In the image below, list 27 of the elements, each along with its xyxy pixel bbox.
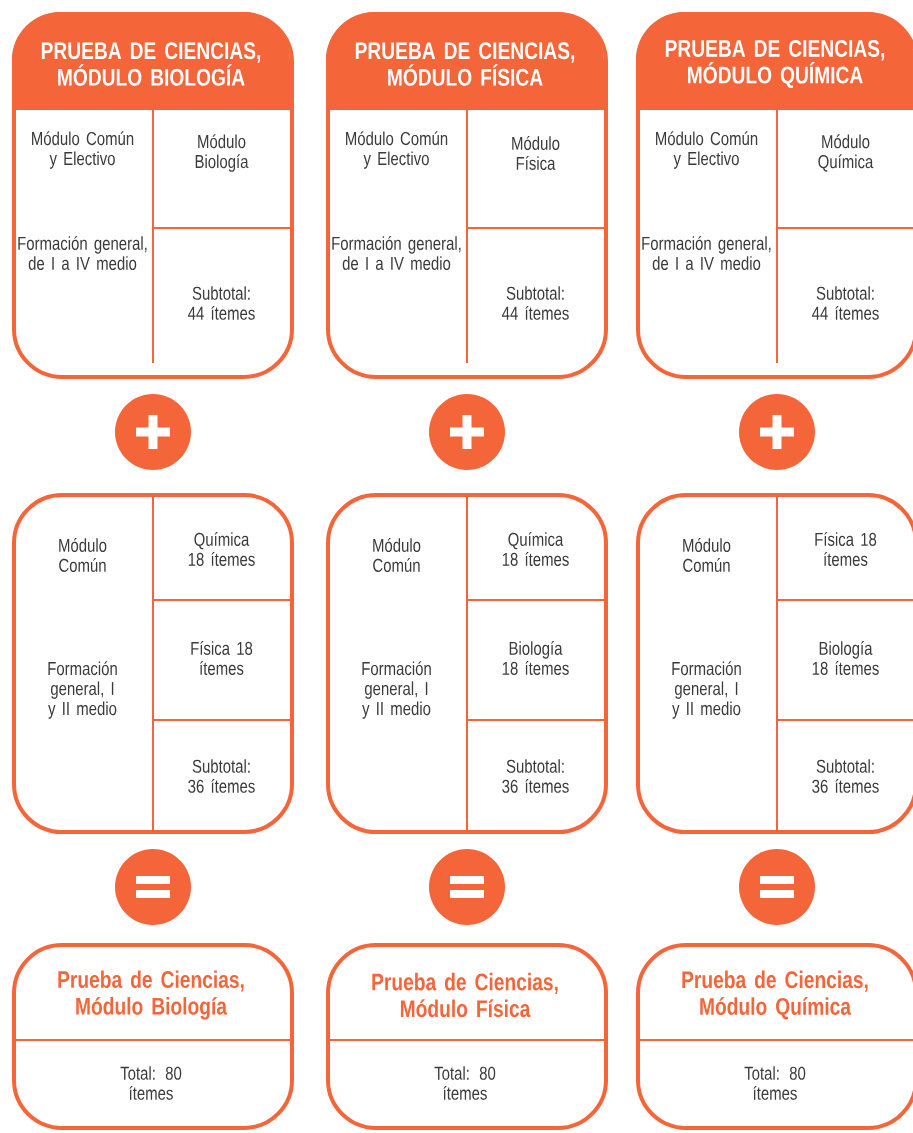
table-cell: Módulo Común Formación general, I y II medio: [362, 538, 431, 719]
table-cell: Módulo Común y Electivo Formación general, de I a IV medio: [642, 131, 771, 270]
table-cell: Módulo Biología: [195, 134, 249, 172]
table-cell: Química 18 ítemes: [502, 532, 569, 566]
table-card: [636, 493, 913, 835]
table-cell: Química 18 ítemes: [188, 532, 255, 566]
table-cell: Módulo Física: [512, 136, 560, 170]
table-cell: Biología 18 ítemes: [502, 641, 569, 675]
table-cell: Módulo Química: [818, 134, 874, 172]
table-cell: Módulo Común y Electivo Formación general, de I a IV medio: [332, 131, 461, 270]
table-cell: Subtotal: 44 ítemes: [812, 286, 879, 320]
table-card: [12, 493, 294, 835]
table-cell: Módulo Común Formación general, I y II medio: [48, 538, 117, 719]
table-cell: Biología 18 ítemes: [812, 641, 879, 675]
table-cell: Subtotal: 44 ítemes: [188, 286, 255, 320]
table-cell: Módulo Común y Electivo Formación general, de I a IV medio: [18, 131, 147, 270]
table-cell: Subtotal: 36 ítemes: [812, 759, 879, 793]
table-cell: Módulo Común Formación general, I y II medio: [672, 538, 741, 719]
table-cell: Física 18 ítemes: [815, 532, 877, 566]
table-cell: Subtotal: 44 ítemes: [502, 286, 569, 320]
total-card: Prueba de Ciencias, Módulo Química Total: 80 ítemes: [635, 943, 913, 1130]
table-cell: Subtotal: 36 ítemes: [188, 759, 255, 793]
total-card: Prueba de Ciencias, Módulo Física Total: 80 ítemes: [325, 943, 608, 1130]
table-cell: Subtotal: 36 ítemes: [502, 759, 569, 793]
table-card: [326, 493, 608, 835]
total-card: Prueba de Ciencias, Módulo Biología Total: 80 ítemes: [11, 943, 294, 1130]
table-cell: Física 18 ítemes: [191, 641, 253, 675]
